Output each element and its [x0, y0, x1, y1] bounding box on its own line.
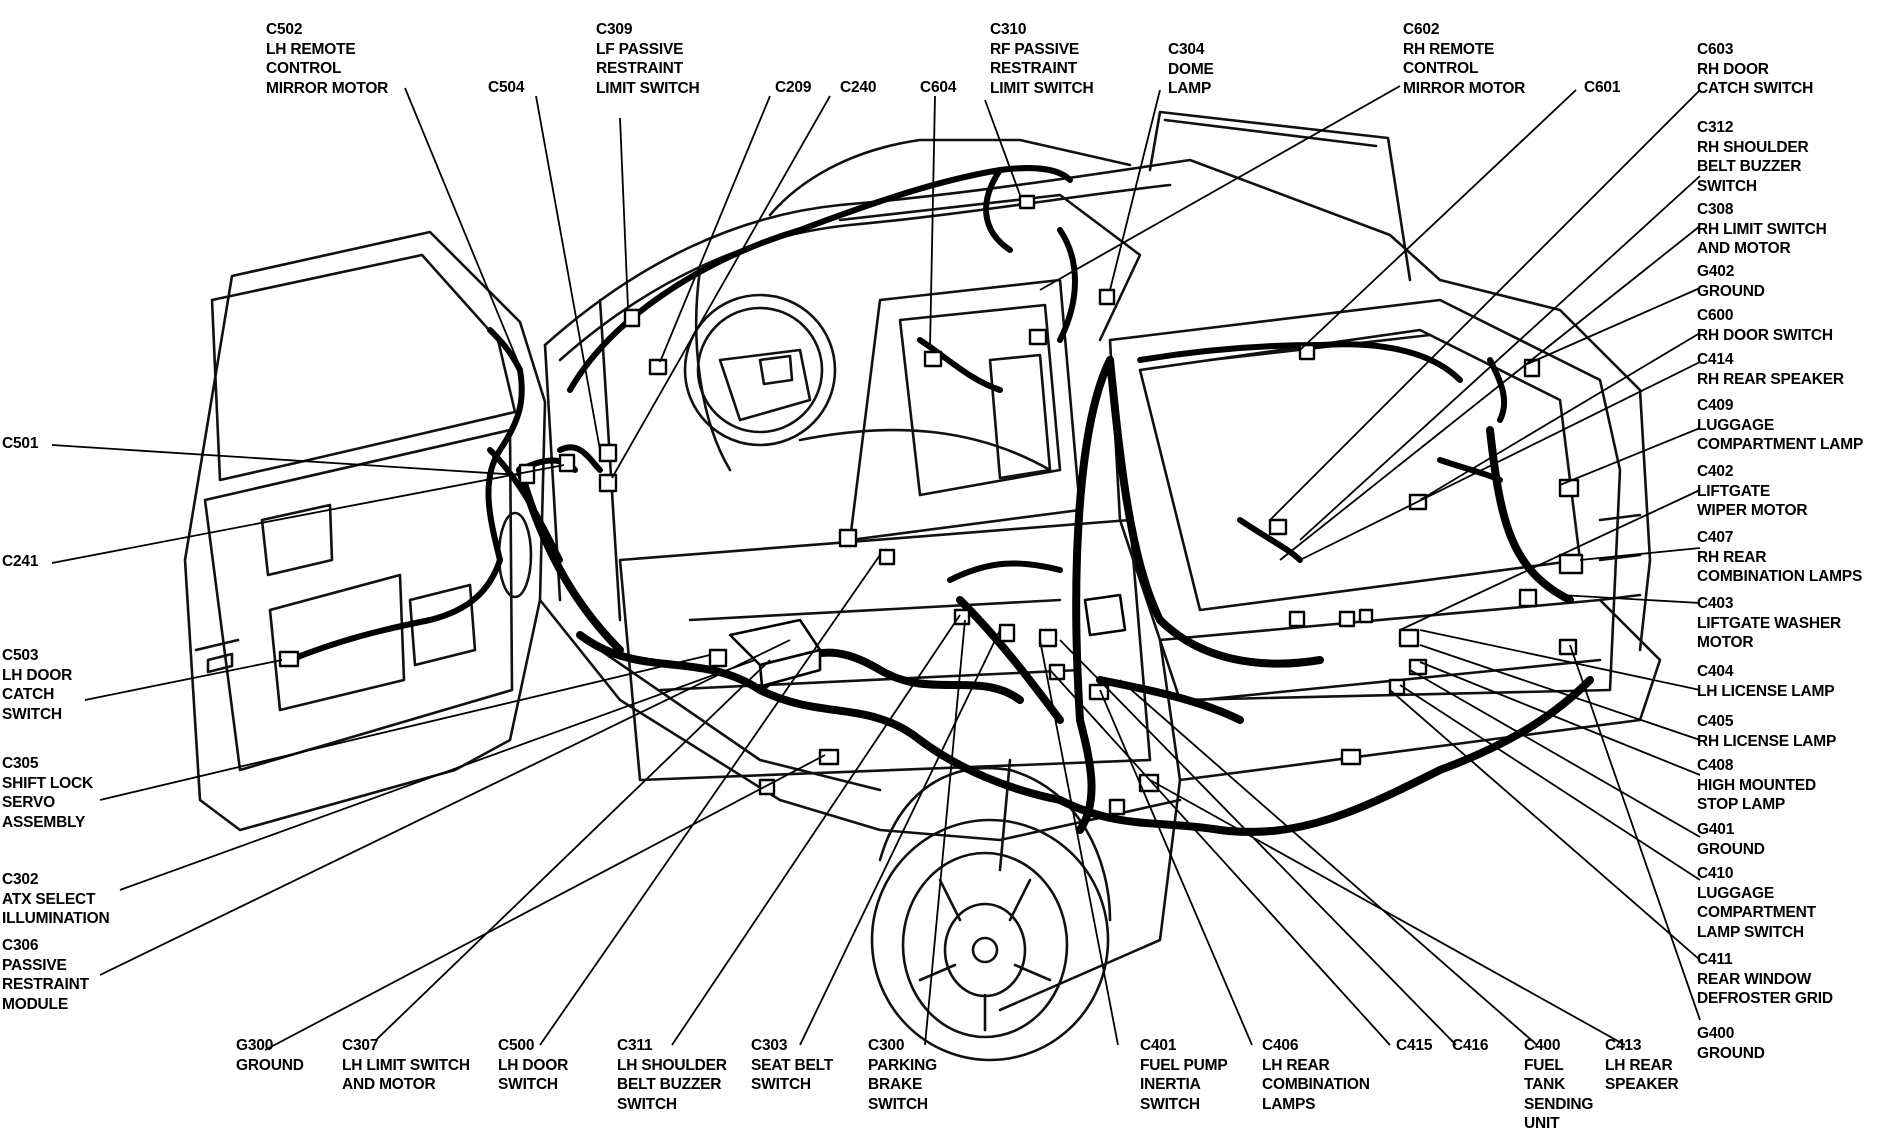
- callout-c504: C504: [488, 79, 525, 96]
- callout-c416: C416: [1452, 1037, 1489, 1054]
- callout-c241: C241: [2, 553, 39, 570]
- callout-c604: C604: [920, 79, 957, 96]
- callout-c601: C601: [1584, 79, 1621, 96]
- callout-c240: C240: [840, 79, 877, 96]
- wiring-harness: [278, 165, 1594, 836]
- leader-lines: [51, 85, 1701, 1051]
- callout-c415: C415: [1396, 1037, 1433, 1054]
- callout-c209: C209: [775, 79, 812, 96]
- vehicle-body: [183, 110, 1662, 1062]
- callout-c501: C501: [2, 435, 39, 452]
